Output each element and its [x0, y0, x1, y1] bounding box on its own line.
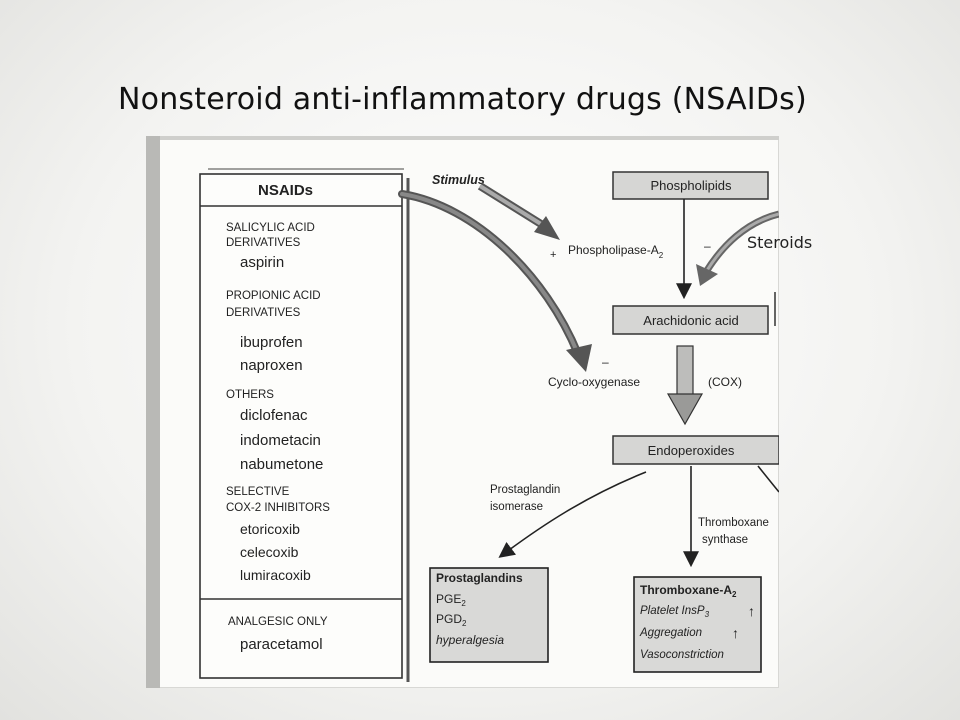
drug-indometacin: indometacin: [240, 432, 321, 449]
drug-ibuprofen: ibuprofen: [240, 334, 303, 351]
phospholipids-box: [612, 171, 769, 200]
aggregation-label: Aggregation: [639, 627, 702, 639]
pgd2-label: PGD2: [436, 612, 467, 628]
prostaglandin-isomerase-label: isomerase: [490, 501, 543, 513]
group-heading: DERIVATIVES: [226, 237, 301, 249]
arachidonic-acid-box: [612, 305, 769, 335]
prostaglandins-title: Prostaglandins: [436, 571, 523, 585]
drug-aspirin: aspirin: [240, 254, 284, 271]
stimulus-arrow: [477, 182, 560, 240]
hyperalgesia-label: hyperalgesia: [436, 633, 504, 647]
nsaids-table: NSAIDs SALICYLIC ACID DERIVATIVES aspiri…: [199, 168, 410, 682]
steroids-label: Steroids: [747, 233, 813, 252]
drug-celecoxib: celecoxib: [240, 544, 299, 560]
endoperoxides-box: [612, 435, 779, 465]
group-heading: PROPIONIC ACID: [226, 290, 321, 302]
prostaglandin-branch-arrow: [498, 471, 647, 558]
scan-edge-left: [146, 136, 160, 688]
nsaid-pathway-figure: NSAIDs SALICYLIC ACID DERIVATIVES aspiri…: [146, 136, 779, 688]
thromboxane-box: Thromboxane-A2 Platelet InsP3 ↑ Aggregat…: [633, 576, 762, 673]
slide-title: Nonsteroid anti-inflammatory drugs (NSAI…: [118, 82, 807, 117]
pge2-label: PGE2: [436, 592, 466, 608]
vasoconstriction-label: Vasoconstriction: [640, 649, 724, 661]
drug-paracetamol: paracetamol: [240, 636, 323, 653]
platelet-insp3-label: Platelet InsP3: [640, 605, 710, 619]
group-heading: SALICYLIC ACID: [226, 222, 315, 234]
plus-sign: +: [550, 249, 556, 261]
nsaids-table-frame: [199, 173, 403, 679]
group-heading: ANALGESIC ONLY: [228, 616, 328, 628]
prostaglandins-box: Prostaglandins PGE2 PGD2 hyperalgesia: [429, 567, 549, 663]
thromboxane-title: Thromboxane-A2: [640, 583, 737, 599]
group-heading: DERIVATIVES: [226, 307, 301, 319]
drug-naproxen: naproxen: [240, 357, 303, 374]
pathway-diagram: NSAIDs SALICYLIC ACID DERIVATIVES aspiri…: [199, 168, 779, 682]
drug-nabumetone: nabumetone: [240, 456, 323, 473]
prostaglandin-isomerase-label: Prostaglandin: [490, 484, 560, 496]
cox-label: (COX): [708, 375, 742, 389]
group-heading: OTHERS: [226, 389, 274, 401]
drug-diclofenac: diclofenac: [240, 407, 308, 424]
arachidonic-acid-label: Arachidonic acid: [643, 313, 738, 328]
cyclooxygenase-label: Cyclo-oxygenase: [548, 375, 640, 389]
group-heading: SELECTIVE: [226, 486, 290, 498]
cox-arrow: [666, 345, 704, 426]
up-arrow-icon: ↑: [732, 625, 739, 641]
nsaids-inhibition-arrow: [398, 190, 592, 372]
endoperoxides-label: Endoperoxides: [648, 443, 735, 458]
nsaids-table-header: NSAIDs: [258, 182, 313, 199]
drug-etoricoxib: etoricoxib: [240, 521, 300, 537]
phospholipase-label: Phospholipase-A2: [568, 243, 664, 260]
prostacyclin-branch-arrow: [757, 465, 779, 493]
drug-lumiracoxib: lumiracoxib: [240, 567, 311, 583]
cox-minus-sign: –: [602, 355, 609, 369]
thromboxane-synthase-label: Thromboxane: [698, 517, 769, 529]
stimulus-label: Stimulus: [432, 173, 485, 187]
phospholipids-label: Phospholipids: [651, 178, 732, 193]
thromboxane-synthase-label: synthase: [702, 534, 748, 546]
group-heading: COX-2 INHIBITORS: [226, 502, 330, 514]
up-arrow-icon: ↑: [748, 603, 755, 619]
scan-edge-top: [146, 136, 779, 140]
steroids-inhibition-arrow: [696, 210, 779, 286]
steroid-minus-sign: –: [704, 239, 711, 253]
